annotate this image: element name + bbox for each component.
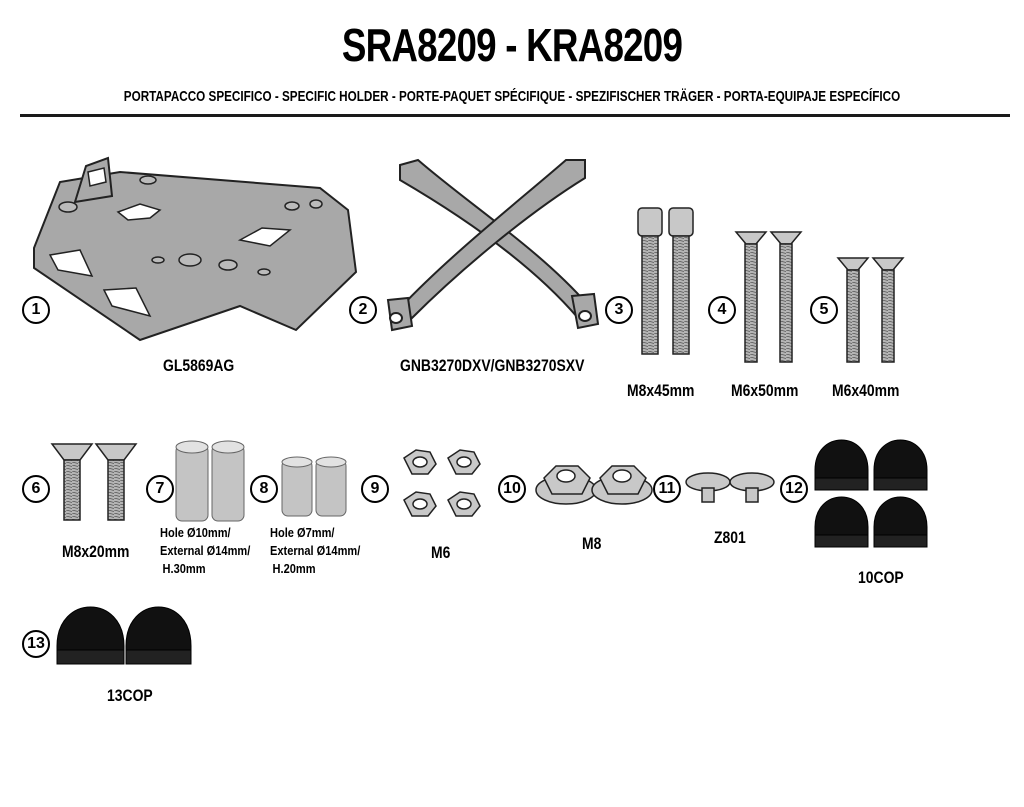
header-divider: [20, 114, 1010, 117]
part-label-12: 10COP: [858, 568, 904, 587]
spacer-30mm-illustration: [175, 440, 245, 522]
part-label-6: M8x20mm: [62, 542, 130, 561]
rack-plate-illustration: [33, 156, 358, 342]
part-number-8: 8: [250, 475, 278, 503]
bolt-m6x40-illustration: [836, 257, 905, 363]
part-label-1: GL5869AG: [163, 356, 235, 375]
part-number-12: 12: [780, 475, 808, 503]
part-8-line-1: Hole Ø7mm/: [270, 525, 335, 540]
part-number-7: 7: [146, 475, 174, 503]
part-7-line-3: H.30mm: [162, 561, 206, 576]
spacer-20mm-illustration: [281, 456, 347, 517]
part-label-5: M6x40mm: [832, 381, 900, 400]
part-label-4: M6x50mm: [731, 381, 799, 400]
page-subtitle: PORTAPACCO SPECIFICO - SPECIFIC HOLDER -…: [123, 88, 901, 105]
part-label-9: M6: [431, 543, 451, 562]
part-number-5: 5: [810, 296, 838, 324]
part-label-7: Hole Ø10mm/ External Ø14mm/ H.30mm: [160, 524, 250, 578]
part-8-line-2: External Ø14mm/: [270, 543, 361, 558]
part-number-10: 10: [498, 475, 526, 503]
nut-m6-illustration: [403, 449, 481, 517]
part-label-3: M8x45mm: [627, 381, 695, 400]
part-8-line-3: H.20mm: [272, 561, 316, 576]
part-number-4: 4: [708, 296, 736, 324]
cap-10cop-illustration: [814, 439, 928, 548]
part-7-line-2: External Ø14mm/: [160, 543, 251, 558]
bolt-m6x50-illustration: [734, 231, 803, 363]
bolt-m8x20-illustration: [50, 443, 138, 521]
part-number-13: 13: [22, 630, 50, 658]
page-title: SRA8209 - KRA8209: [341, 19, 683, 71]
part-number-3: 3: [605, 296, 633, 324]
part-label-2: GNB3270DXV/GNB3270SXV: [400, 356, 585, 375]
plug-z801-illustration: [685, 472, 775, 503]
bracket-illustration: [386, 158, 600, 332]
part-number-11: 11: [653, 475, 681, 503]
part-label-8: Hole Ø7mm/ External Ø14mm/ H.20mm: [270, 524, 360, 578]
nut-m8-illustration: [535, 465, 653, 505]
part-number-1: 1: [22, 296, 50, 324]
part-number-2: 2: [349, 296, 377, 324]
part-number-9: 9: [361, 475, 389, 503]
part-label-11: Z801: [714, 528, 746, 547]
part-number-6: 6: [22, 475, 50, 503]
part-label-13: 13COP: [107, 686, 153, 705]
part-label-10: M8: [582, 534, 602, 553]
part-7-line-1: Hole Ø10mm/: [160, 525, 231, 540]
bolt-m8x45-illustration: [637, 207, 694, 355]
cap-13cop-illustration: [56, 606, 192, 665]
